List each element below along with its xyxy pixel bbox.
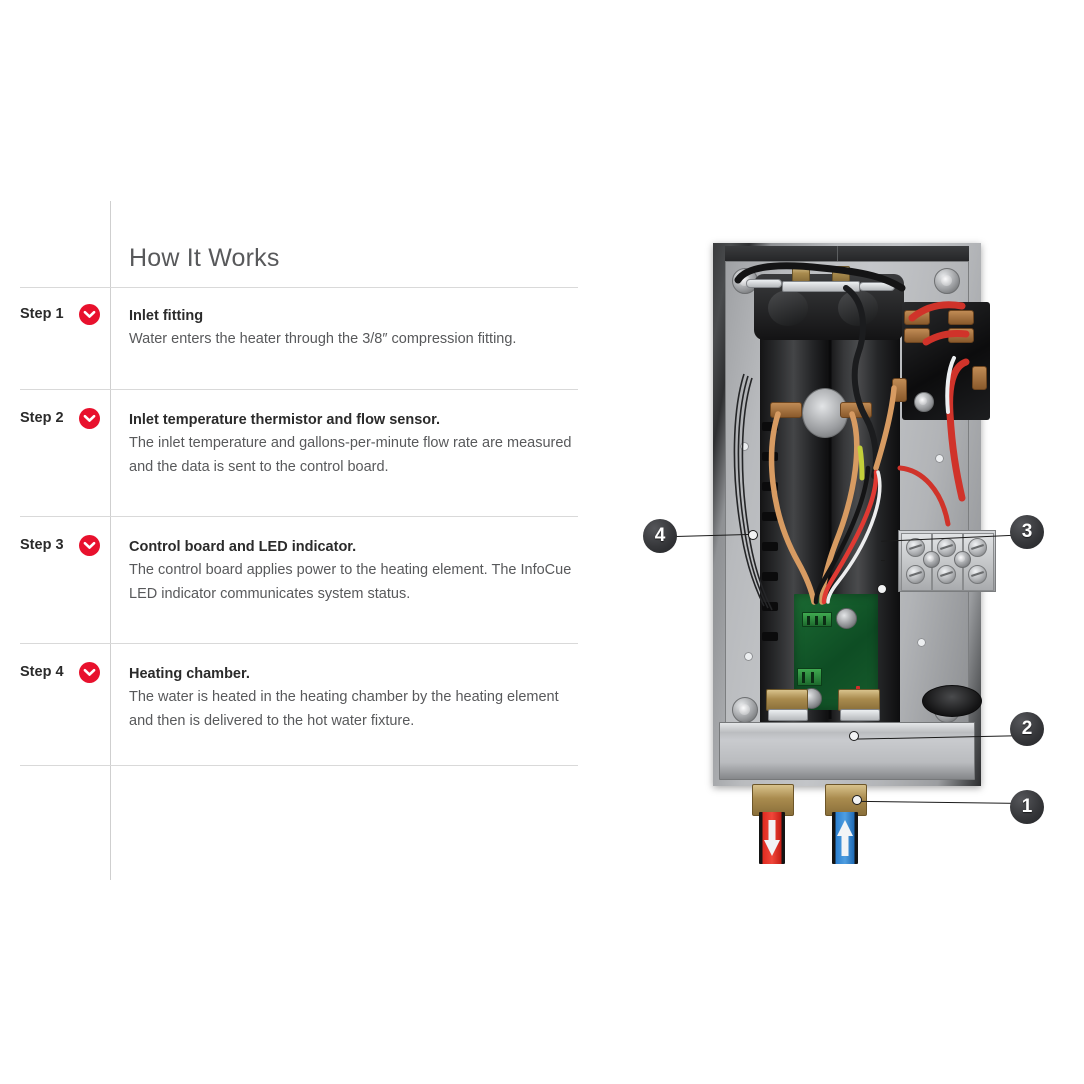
water-heater-unit bbox=[713, 243, 996, 786]
divider-rule-1 bbox=[20, 389, 578, 390]
chevron-down-icon[interactable] bbox=[79, 662, 100, 683]
chassis-hole bbox=[917, 638, 926, 647]
step-body-1: Inlet fitting Water enters the heater th… bbox=[129, 305, 579, 352]
pcb-connector bbox=[802, 612, 832, 627]
step-label-4: Step 4 bbox=[20, 664, 64, 680]
tco-terminal bbox=[770, 402, 802, 418]
wire-lug bbox=[948, 328, 974, 343]
callout-anchor-3 bbox=[877, 584, 887, 594]
step-heading-1: Inlet fitting bbox=[129, 308, 204, 324]
divider-rule-bottom bbox=[20, 765, 578, 766]
product-diagram: 4 3 2 1 bbox=[600, 0, 1084, 1084]
step-description-2: The inlet temperature and gallons-per-mi… bbox=[129, 435, 572, 475]
element-stud bbox=[859, 282, 895, 291]
chassis-hole bbox=[935, 454, 944, 463]
chamber-washer bbox=[840, 709, 880, 721]
step-row-1[interactable]: Step 1 Inlet fitting Water enters the he… bbox=[0, 287, 600, 389]
step-body-3: Control board and LED indicator. The con… bbox=[129, 536, 579, 606]
outlet-fitting bbox=[752, 784, 794, 816]
wire-lug bbox=[892, 378, 907, 402]
callout-3[interactable]: 3 bbox=[1010, 515, 1044, 549]
step-description-4: The water is heated in the heating chamb… bbox=[129, 689, 559, 729]
element-terminal bbox=[792, 266, 810, 282]
element-stud bbox=[746, 279, 782, 288]
chamber-nut bbox=[766, 689, 808, 711]
pcb-terminal bbox=[797, 668, 822, 686]
mount-screw bbox=[934, 268, 960, 294]
step-description-1: Water enters the heater through the 3/8″… bbox=[129, 331, 517, 348]
relay-screw bbox=[914, 392, 934, 412]
step-heading-4: Heating chamber. bbox=[129, 666, 250, 682]
cold-water-inlet-pipe bbox=[832, 812, 858, 864]
callout-1[interactable]: 1 bbox=[1010, 790, 1044, 824]
chevron-down-icon[interactable] bbox=[79, 535, 100, 556]
step-body-4: Heating chamber. The water is heated in … bbox=[129, 663, 579, 733]
step-body-2: Inlet temperature thermistor and flow se… bbox=[129, 409, 579, 479]
step-label-1: Step 1 bbox=[20, 306, 64, 322]
callout-leader-3b bbox=[881, 560, 885, 561]
panel-vertical-divider bbox=[110, 201, 111, 880]
element-terminal bbox=[832, 266, 850, 282]
chassis-hole bbox=[744, 652, 753, 661]
chevron-down-icon[interactable] bbox=[79, 408, 100, 429]
chamber-washer bbox=[768, 709, 808, 721]
chassis-hole bbox=[740, 442, 749, 451]
callout-2[interactable]: 2 bbox=[1010, 712, 1044, 746]
callout-anchor-1 bbox=[852, 795, 862, 805]
element-bracket bbox=[782, 281, 860, 292]
callout-anchor-4 bbox=[748, 530, 758, 540]
step-heading-2: Inlet temperature thermistor and flow se… bbox=[129, 412, 441, 428]
unit-bottom-plate bbox=[719, 722, 975, 780]
step-row-2[interactable]: Step 2 Inlet temperature thermistor and … bbox=[0, 389, 600, 516]
callout-anchor-2 bbox=[849, 731, 859, 741]
pcb-screw bbox=[836, 608, 857, 629]
mount-screw bbox=[732, 697, 758, 723]
callout-leader-1 bbox=[860, 800, 1033, 804]
divider-rule-top bbox=[20, 287, 578, 288]
divider-rule-3 bbox=[20, 643, 578, 644]
step-row-3[interactable]: Step 3 Control board and LED indicator. … bbox=[0, 516, 600, 643]
terminal-block bbox=[898, 530, 996, 592]
callout-4[interactable]: 4 bbox=[643, 519, 677, 553]
step-description-3: The control board applies power to the h… bbox=[129, 562, 572, 602]
cable-grommet bbox=[922, 685, 982, 717]
unit-interior-panel bbox=[725, 261, 996, 728]
wire-lug bbox=[904, 328, 930, 343]
wire-lug bbox=[972, 366, 987, 390]
how-it-works-panel: How It Works Step 1 Inlet fitting Water … bbox=[0, 201, 600, 880]
step-label-2: Step 2 bbox=[20, 410, 64, 426]
chevron-down-icon[interactable] bbox=[79, 304, 100, 325]
divider-rule-2 bbox=[20, 516, 578, 517]
step-heading-3: Control board and LED indicator. bbox=[129, 539, 357, 555]
wire-lug bbox=[904, 310, 930, 325]
chamber-nut bbox=[838, 689, 880, 711]
step-label-3: Step 3 bbox=[20, 537, 64, 553]
wire-lug bbox=[948, 310, 974, 325]
tco-terminal bbox=[840, 402, 872, 418]
hot-water-outlet-pipe bbox=[759, 812, 785, 864]
step-row-4[interactable]: Step 4 Heating chamber. The water is hea… bbox=[0, 643, 600, 765]
page-title: How It Works bbox=[129, 244, 280, 272]
